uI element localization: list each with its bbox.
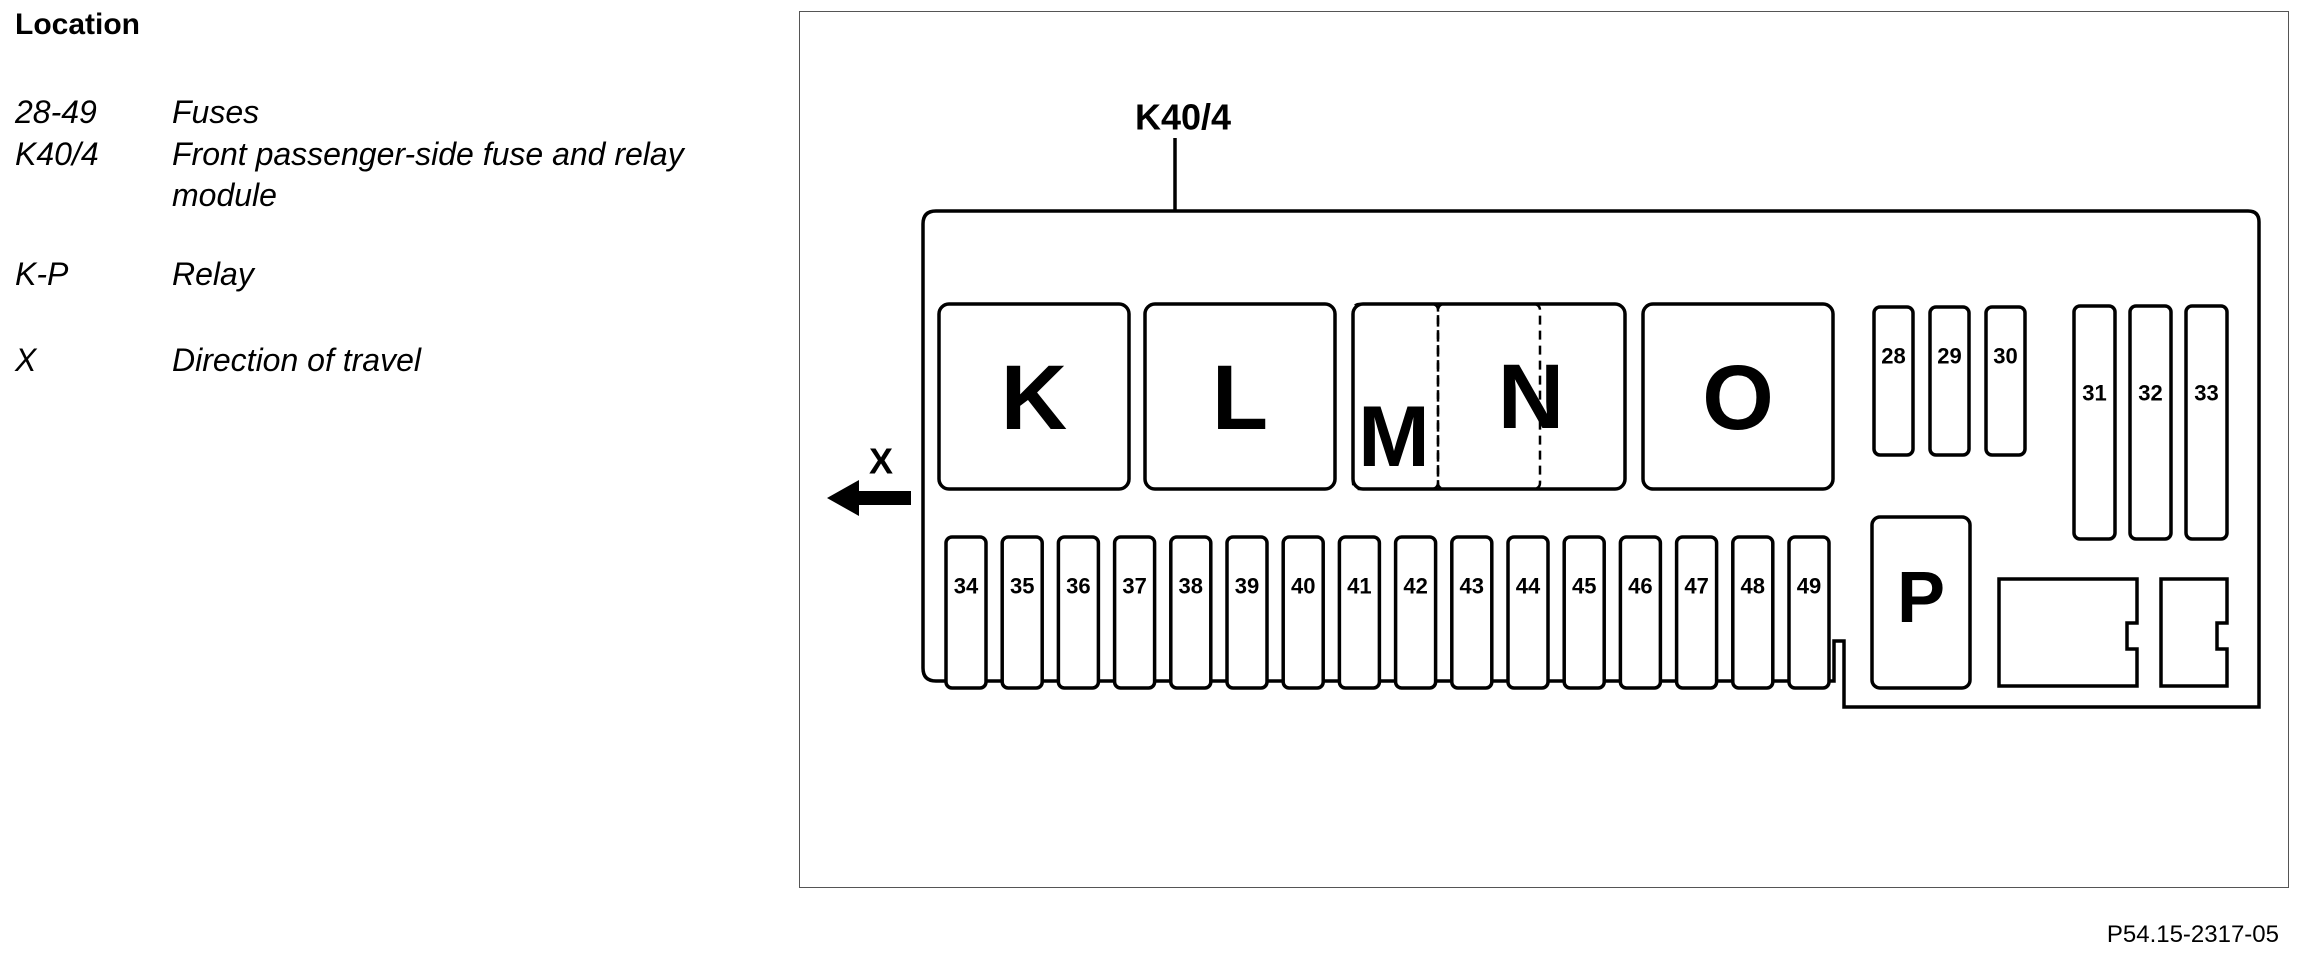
direction-label: X [869,441,893,482]
fuse-number: 36 [1066,574,1090,599]
fuse [1169,535,1213,690]
fuse [1928,305,1971,457]
fuse-number: 47 [1684,574,1708,599]
relay-label: P [1897,558,1945,638]
fuse [1506,535,1550,690]
fuse [1787,535,1831,690]
module-housing-outline [921,209,2261,709]
fuse-number: 44 [1516,574,1541,599]
fuse [1731,535,1775,690]
fuse-number: 28 [1881,344,1905,369]
legend-heading: Location [15,8,140,41]
relay-label: N [1498,346,1564,448]
fuse-number: 49 [1797,574,1821,599]
relay-block [1870,515,1972,690]
legend-code: K40/4 [15,136,99,172]
legend-code: X [15,342,37,378]
fuse-number: 39 [1235,574,1259,599]
fuse-number: 30 [1993,344,2017,369]
fuse [1000,535,1044,690]
legend-description: Fuses [172,94,260,130]
fuse-number: 33 [2194,381,2218,406]
relay-block [1143,302,1337,491]
figure-id: P54.15-2317-05 [2106,921,2279,948]
fuse-number: 40 [1291,574,1315,599]
fuse [1674,535,1719,690]
fuse [2072,304,2117,541]
legend-description: Direction of travel [172,342,421,378]
relay-label: K [1001,347,1067,449]
fuse [1337,535,1382,690]
fuse-number: 34 [954,574,979,599]
fuse [1281,535,1325,690]
fuse [1112,535,1157,690]
legend-description: Front passenger-side fuse and relay modu… [172,136,684,213]
fuse [2184,304,2229,541]
relay-label: M [1358,389,1430,485]
fuse-number: 35 [1010,574,1034,599]
fuse-number: 46 [1628,574,1652,599]
relay-n-outline [1436,302,1542,491]
legend-code: K-P [15,256,69,292]
fuse-number: 38 [1179,574,1203,599]
fuse-number: 31 [2082,381,2106,406]
legend-code: 28-49 [15,94,97,130]
relay-label: O [1702,347,1774,449]
fuse-number: 41 [1347,574,1371,599]
fuse-number: 45 [1572,574,1596,599]
fuse [1618,535,1663,690]
fuse-number: 37 [1122,574,1146,599]
fuse [1056,535,1101,690]
connector-socket [1997,577,2139,688]
fuse-number: 29 [1937,344,1961,369]
fuse [1984,305,2027,457]
fuse-number: 43 [1460,574,1484,599]
direction-arrow-icon [827,480,911,516]
relay-block [1641,302,1835,491]
fuse [944,535,988,690]
fuse-number: 32 [2138,381,2162,406]
fuse-number: 48 [1741,574,1765,599]
fuse [1872,305,1915,457]
module-label: K40/4 [1135,97,1231,138]
fuse [2128,304,2173,541]
fuse [1562,535,1606,690]
connector-socket [2159,577,2229,688]
fuse [1225,535,1269,690]
legend-description: Relay [172,256,254,292]
relay-block [937,302,1131,491]
fuse-number: 42 [1403,574,1427,599]
fuse [1450,535,1494,690]
relay-label: L [1212,347,1268,449]
fuse [1393,535,1438,690]
